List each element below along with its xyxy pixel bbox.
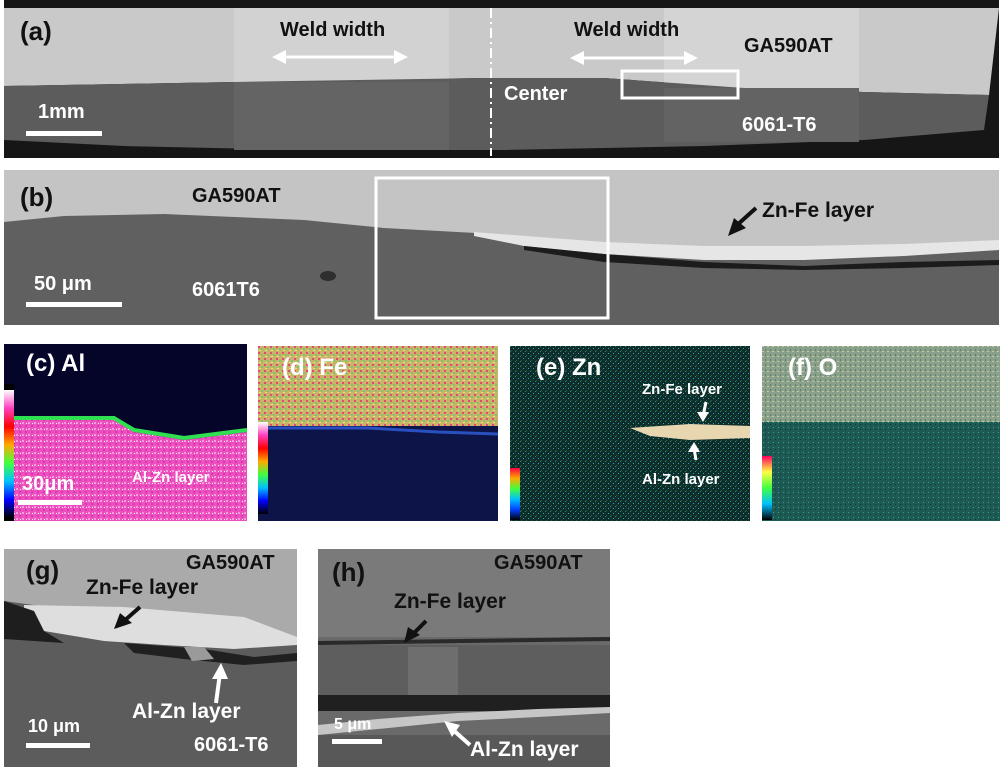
panel-e-color-scale	[510, 468, 520, 520]
panel-h-micrograph	[318, 549, 610, 767]
panel-g-layer-bottom: Al-Zn layer	[132, 700, 241, 723]
panel-f-color-scale	[762, 456, 772, 520]
panel-d-fe-map: (d) Fe	[258, 346, 498, 521]
panel-a-center-label: Center	[504, 83, 568, 105]
panel-c-tag: (c) Al	[26, 350, 86, 377]
panel-a: (a) Weld width Weld width GA590AT Center…	[4, 0, 999, 158]
panel-h-layer-top: Zn-Fe layer	[394, 590, 507, 613]
panel-g-layer-top: Zn-Fe layer	[86, 576, 199, 599]
panel-g-scale-text: 10 μm	[28, 716, 81, 736]
panel-g: (g) GA590AT Zn-Fe layer Al-Zn layer 10 μ…	[4, 549, 297, 767]
panel-e-layer-top: Zn-Fe layer	[642, 381, 723, 398]
panel-e-zn-map: (e) Zn Zn-Fe layer Al-Zn layer	[510, 346, 750, 521]
panel-a-micrograph	[4, 0, 999, 158]
panel-b-top-material: GA590AT	[192, 185, 281, 207]
panel-a-bottom-material: 6061-T6	[742, 114, 817, 136]
panel-b-scale-bar	[26, 302, 122, 307]
panel-h-scale-bar	[332, 739, 382, 744]
panel-b-tag: (b)	[20, 182, 54, 212]
panel-c-map-image	[4, 344, 247, 521]
panel-g-tag: (g)	[26, 555, 60, 585]
panel-f-o-map: (f) O	[762, 346, 1000, 521]
panel-a-weld-width-right: Weld width	[574, 19, 680, 41]
panel-a-top-material: GA590AT	[744, 35, 833, 57]
panel-h-scale-text: 5 μm	[334, 716, 372, 733]
panel-b-layer-label: Zn-Fe layer	[762, 199, 875, 222]
panel-b-scale-text: 50 μm	[34, 273, 92, 295]
panel-g-micrograph	[4, 549, 297, 767]
panel-d-color-scale	[258, 422, 268, 514]
panel-c-layer-label: Al-Zn layer	[132, 469, 210, 486]
panel-h-layer-bottom: Al-Zn layer	[470, 738, 579, 761]
panel-c-color-scale	[4, 390, 14, 518]
panel-h: (h) GA590AT Zn-Fe layer 5 μm Al-Zn layer	[318, 549, 610, 767]
panel-d-tag: (d) Fe	[282, 354, 348, 381]
panel-c-scale-text: 30μm	[22, 473, 75, 495]
panel-e-layer-bottom: Al-Zn layer	[642, 471, 720, 488]
panel-g-scale-bar	[26, 743, 90, 748]
panel-e-tag: (e) Zn	[536, 354, 602, 381]
panel-a-scale-text: 1mm	[38, 101, 85, 123]
panel-a-tag: (a)	[20, 16, 52, 46]
panel-b-bottom-material: 6061T6	[192, 279, 260, 301]
panel-f-tag: (f) O	[788, 354, 838, 381]
panel-g-top-material: GA590AT	[186, 552, 275, 574]
panel-b-micrograph	[4, 170, 999, 325]
panel-d-map-image	[258, 346, 498, 521]
panel-g-bottom-material: 6061-T6	[194, 734, 269, 756]
panel-b: (b) GA590AT Zn-Fe layer 50 μm 6061T6	[4, 170, 999, 325]
panel-f-map-image	[762, 346, 1000, 521]
panel-h-top-material: GA590AT	[494, 552, 583, 574]
panel-a-weld-width-left: Weld width	[280, 19, 386, 41]
panel-c-al-map: (c) Al Al-Zn layer 30μm	[4, 344, 247, 521]
panel-a-scale-bar	[26, 131, 102, 136]
panel-e-map-image	[510, 346, 750, 521]
panel-h-tag: (h)	[332, 557, 366, 587]
panel-c-scale-bar	[18, 500, 82, 505]
